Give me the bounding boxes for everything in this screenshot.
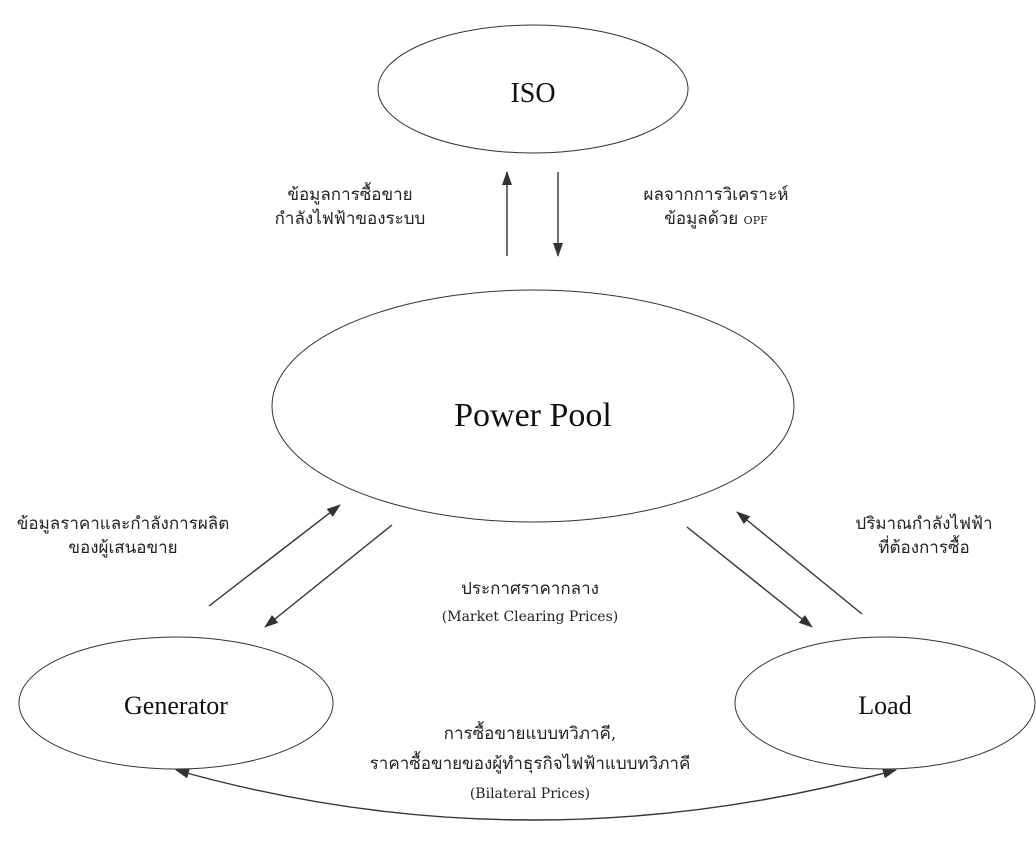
label-load-line1: ปริมาณกำลังไฟฟ้า — [855, 514, 993, 534]
label-bilateral-line2: ราคาซื้อขายของผู้ทำธุรกิจไฟฟ้าแบบทวิภาคี — [369, 754, 691, 774]
label-iso-down-line1: ผลจากการวิเคราะห์ — [643, 185, 789, 205]
power-pool-node — [271, 289, 795, 523]
label-bilateral: การซื้อขายแบบทวิภาคี, ราคาซื้อขายของผู้ท… — [330, 722, 730, 806]
arrow-pool-to-generator — [264, 524, 393, 628]
power-pool-label: Power Pool — [454, 397, 612, 434]
label-load-line2: ที่ต้องการซื้อ — [878, 538, 970, 558]
label-iso-up: ข้อมูลการซื้อขาย กำลังไฟฟ้าของระบบ — [240, 183, 460, 231]
label-gen-line2: ของผู้เสนอขาย — [68, 538, 178, 558]
label-mcp-line2: (Market Clearing Prices) — [441, 609, 619, 625]
label-iso-down-abbr: OPF — [743, 214, 768, 227]
arrow-generator-to-pool — [208, 504, 341, 607]
label-gen-line1: ข้อมูลราคาและกำลังการผลิต — [16, 514, 230, 534]
label-market-clearing: ประกาศราคากลาง (Market Clearing Prices) — [380, 577, 680, 629]
arrow-bilateral — [175, 768, 897, 821]
label-mcp-line1: ประกาศราคากลาง — [461, 579, 599, 599]
label-iso-up-line1: ข้อมูลการซื้อขาย — [287, 185, 413, 205]
label-load-to-pool: ปริมาณกำลังไฟฟ้า ที่ต้องการซื้อ — [812, 512, 1036, 560]
label-generator-to-pool: ข้อมูลราคาและกำลังการผลิต ของผู้เสนอขาย — [0, 512, 246, 560]
label-iso-down: ผลจากการวิเคราะห์ ข้อมูลด้วย OPF — [606, 183, 826, 233]
iso-label: ISO — [510, 78, 555, 109]
label-bilateral-line1: การซื้อขายแบบทวิภาคี, — [443, 724, 617, 744]
label-bilateral-line3: (Bilateral Prices) — [469, 786, 591, 802]
load-label: Load — [858, 691, 911, 720]
generator-label: Generator — [124, 691, 228, 720]
iso-node — [377, 24, 689, 154]
arrow-load-to-pool — [736, 511, 863, 615]
label-iso-down-line2: ข้อมูลด้วย OPF — [606, 207, 826, 233]
label-iso-up-line2: กำลังไฟฟ้าของระบบ — [274, 209, 426, 229]
label-iso-down-thai: ข้อมูลด้วย — [664, 209, 739, 229]
arrow-pool-to-load — [686, 526, 813, 628]
